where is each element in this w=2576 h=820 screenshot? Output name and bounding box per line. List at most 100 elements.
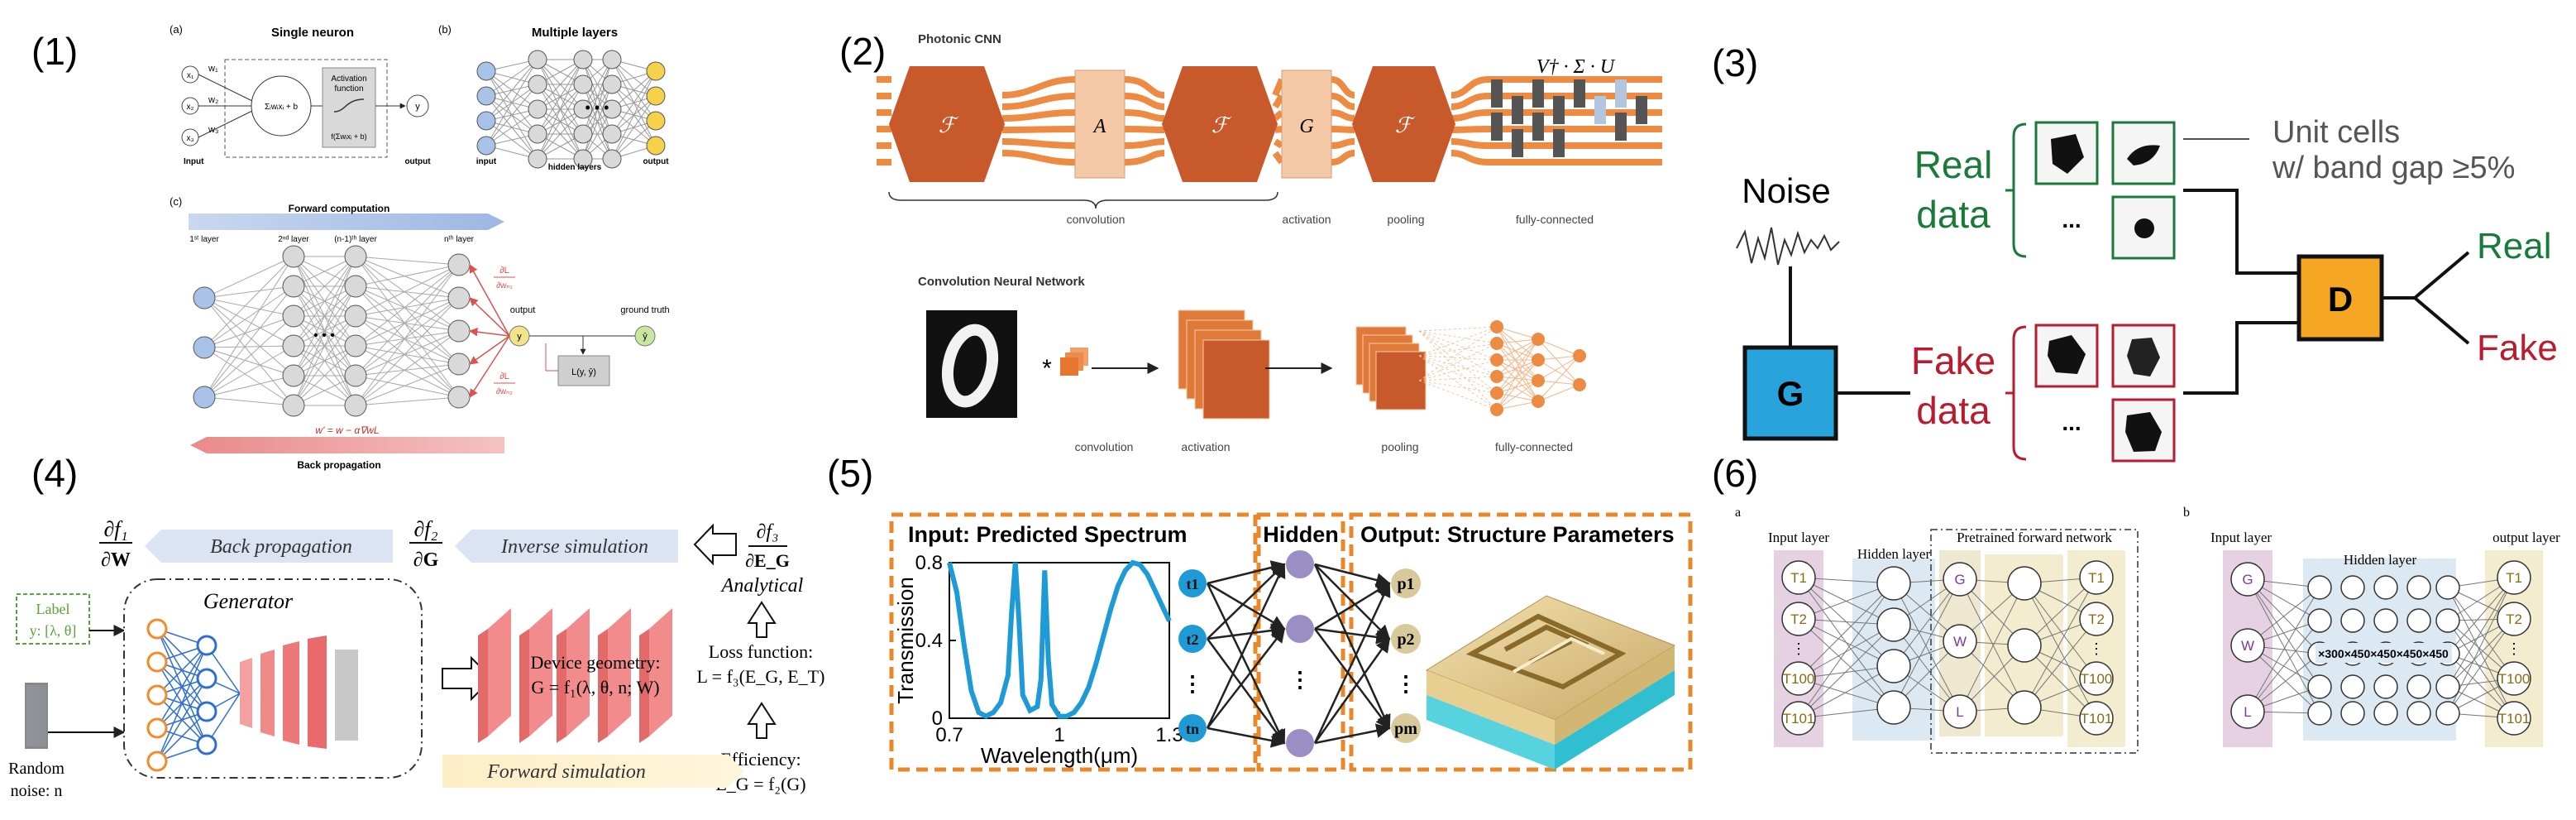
p2-waveguide [1124, 150, 1165, 165]
p2-fc-node [1490, 320, 1503, 333]
p1-c-back-arrow [190, 437, 504, 453]
p2-op-g [1281, 70, 1332, 179]
p2-op-a [1074, 70, 1126, 179]
p6b-edge [2447, 618, 2515, 714]
p6-b-hidden-label: Hidden layer [2344, 552, 2417, 568]
p1c-edge [293, 375, 356, 406]
p2-fully-connected-mesh [1491, 79, 1647, 157]
p2-cap-act: activation [1282, 213, 1331, 226]
p1c-edge [355, 256, 460, 266]
p2-mzi-cell [1574, 79, 1585, 108]
p1b-node [528, 124, 547, 144]
p2-fc-edge [1537, 384, 1580, 402]
p2-waveguide [1450, 109, 1662, 122]
p5-hidden-box [1256, 512, 1345, 772]
p6a-edge [2024, 577, 2097, 708]
p2-bcap-fc: fully-connected [1495, 440, 1573, 453]
p1-c-back-label: Back propagation [297, 459, 380, 471]
p2-cap-conv: convolution [1067, 213, 1126, 226]
p6a-edge [1798, 624, 1895, 679]
panel-6-label: (6) [1712, 452, 1758, 495]
p1-a-x1: x₁ [187, 71, 194, 80]
p1-c-layer3: (n-1)ᵗʰ layer [334, 235, 377, 244]
p2-op-f3 [1352, 66, 1455, 182]
p1b-edge [537, 59, 584, 110]
p1-a-act2: function [334, 84, 363, 94]
panel-2-label: (2) [839, 30, 886, 73]
p3-fake-link [2183, 321, 2299, 395]
p2-waveguide [1001, 138, 1076, 149]
p6a-edge [1798, 583, 1895, 719]
p1b-node [573, 124, 593, 144]
p5-edge-in [1206, 583, 1286, 745]
p1c-edge [293, 315, 356, 406]
p1b-edge [537, 84, 584, 160]
p2-fc-edge [1418, 326, 1498, 332]
p1c-node [282, 334, 305, 357]
p2-fc-edge [1418, 330, 1498, 344]
p4-loss-label: Loss function: [709, 641, 814, 662]
p5-structure-3d [1425, 595, 1676, 770]
p2-fc-node [1490, 337, 1503, 350]
p6-a-pretrained-label: Pretrained forward network [1957, 530, 2112, 545]
p5-edge-out [1314, 723, 1391, 745]
p6b-hidden-node [2340, 608, 2365, 633]
p5-in-dots: ⋮ [1182, 671, 1203, 696]
p5-hidden-title: Hidden [1263, 522, 1339, 547]
p5-nodes: t1 t2 ⋮ tn ⋮ p1 p2 ⋮ pm [1178, 550, 1421, 757]
p1-b-hidden-label: hidden layers [548, 163, 602, 172]
p2-waveguide [1273, 109, 1284, 122]
p1b-edge [611, 70, 657, 135]
p2-mzi-cell [1491, 79, 1503, 108]
p5-edge-out [1313, 563, 1391, 730]
p1c-edge [355, 264, 460, 347]
p6a-node [2079, 661, 2114, 696]
p1c-edge [355, 264, 460, 317]
p6b-edge [2447, 587, 2515, 679]
p2-waveguide [1450, 76, 1662, 98]
p6b-node-label: T100 [2498, 671, 2531, 687]
p1b-node [528, 74, 547, 94]
p1c-edge [203, 347, 294, 376]
p5-output-title: Output: Structure Parameters [1360, 522, 1675, 547]
p1c-node [447, 253, 471, 276]
p1-c-grad1-den: ∂wₙ₁ [496, 281, 513, 290]
p1-c-layer2: 2ⁿᵈ layer [278, 235, 309, 244]
p1c-edge [203, 297, 294, 376]
p1c-ellipsis: • • • [313, 328, 335, 343]
p3-fake-data-1: Fake [1911, 339, 1995, 382]
p2-waveguide [1450, 126, 1662, 133]
p4-gen-edge [156, 645, 208, 696]
p1c-back-edge [469, 297, 510, 337]
p6a-node-label: W [1953, 634, 1967, 650]
p1-c-forward-label: Forward computation [289, 203, 390, 214]
p1c-edge [355, 297, 460, 317]
p4-gen-node [146, 618, 168, 640]
p1c-edge [203, 347, 294, 406]
p2-fc-edge [1496, 359, 1539, 381]
p1-b-output-label: output [643, 157, 669, 166]
p1b-node [476, 111, 496, 131]
panel-3-label: (3) [1712, 41, 1758, 84]
p1c-node [447, 386, 471, 409]
p6b-edge [2447, 577, 2515, 688]
p6a-node-label: T1 [1790, 570, 1807, 586]
p6a-edge [1798, 618, 1895, 667]
p6a-node [1781, 701, 1816, 736]
p1-a-output-node [406, 94, 429, 117]
p2-mzi-cell [1491, 113, 1503, 141]
p2-waveguide [1001, 150, 1076, 165]
p1c-node [447, 319, 471, 343]
p6b-hidden-node [2307, 701, 2332, 726]
p2-mzi-cell [1636, 96, 1647, 124]
p2-fc-edge [1418, 330, 1498, 394]
p1-a-y: y [415, 102, 420, 112]
p5-p1: p1 [1397, 575, 1414, 593]
p1c-edge [203, 297, 294, 317]
p2-waveguides [877, 76, 1662, 165]
p2-waveguide [1001, 126, 1076, 133]
p4-device-geometry [478, 608, 672, 743]
p1b-edge [485, 84, 538, 146]
p2-cap-pool: pooling [1387, 213, 1424, 226]
p4-device-bar [566, 608, 590, 736]
